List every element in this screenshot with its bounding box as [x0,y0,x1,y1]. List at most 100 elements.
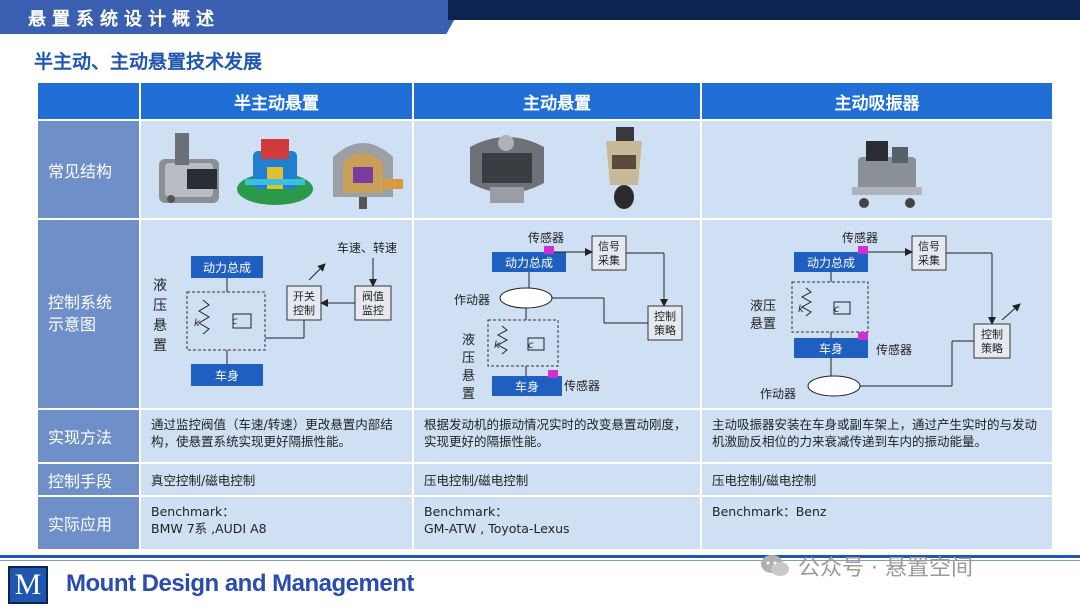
signal-label: 信号 [598,240,620,253]
watermark-text: 公众号 · 悬置空间 [798,556,973,581]
sensor-bottom-marker [548,370,558,378]
body-label: 车身 [515,379,539,394]
column-header-semi-active: 半主动悬置 [141,83,412,119]
row-label-application: 实际应用 [38,497,139,549]
mount-photo-5 [606,127,642,209]
method-absorber: 主动吸振器安装在车身或副车架上，通过产生实时的与发动机激励反相位的力来衰减传递到… [702,410,1052,462]
application-semi-line-1: Benchmark： [151,504,235,519]
diagram-active-svg: 传感器 动力总成 信号 采集 控制 策略 作动器 液 压 悬 置 [454,230,683,402]
signal-label-2: 采集 [918,253,940,267]
body-box [492,376,562,396]
mount-photo-3 [333,143,403,209]
footer-line [0,555,1080,558]
column-header-active: 主动悬置 [414,83,700,119]
arrow-switch-out [308,263,326,281]
body-box [191,364,263,386]
body-label: 车身 [215,368,239,383]
mount-photo-2 [237,139,313,205]
actuator-label: 作动器 [760,387,796,401]
header-corner [38,83,139,119]
structure-active [414,121,700,218]
powertrain-box [794,252,868,272]
strategy-box [647,305,683,341]
mount-dashed-box [487,319,559,367]
brand-logo: M [8,566,48,604]
actuator-label: 作动器 [454,293,490,307]
application-active-line-2: GM-ATW , Toyota-Lexus [424,521,570,536]
powertrain-label: 动力总成 [203,261,251,275]
diagram-semi-svg: 液 压 悬 置 动力总成 k c 车身 开关 控制 阀值 监控 [153,240,397,386]
row-label-control-diagram: 控制系统示意图 [38,220,139,408]
sensor-top-marker [544,246,554,254]
mount-photo-4 [470,135,544,203]
threshold-box [354,285,392,321]
absorber-photo [852,141,922,208]
side-label-line-2: 悬置 [750,317,776,332]
side-label-char-1: 液 [462,333,475,348]
spring-icon [496,325,509,355]
switch-label: 开关 [293,289,315,303]
watermark: 公众号 · 悬置空间 [760,550,973,582]
diagram-absorber: 传感器 动力总成 信号 采集 控制 策略 液压 悬置 k c 车身 [702,220,1052,408]
row-label-structure: 常见结构 [38,121,139,218]
side-label-semi: 液 压 悬 置 [153,278,167,354]
k-label: k [798,304,805,315]
sensor-bottom-label: 传感器 [564,378,600,393]
signal-label: 信号 [918,240,940,253]
top-banner: 悬置系统设计概述 [0,0,1080,34]
c-label: c [834,304,840,315]
means-active: 压电控制/磁电控制 [414,464,700,495]
application-semi-line-2: BMW 7系 ,AUDI A8 [151,521,267,536]
means-semi-active: 真空控制/磁电控制 [141,464,412,495]
structure-semi-active [141,121,412,218]
strategy-label-2: 策略 [981,341,1003,355]
arrow-strategy-out [1001,303,1021,321]
footer-line-thin [0,560,1080,561]
spring-icon [198,299,210,335]
sensor-mid-label: 传感器 [876,342,912,357]
means-absorber: 压电控制/磁电控制 [702,464,1052,495]
signal-label: 车速、转速 [337,240,397,255]
side-label-char-1: 液 [153,278,167,294]
row-label-means: 控制手段 [38,464,139,495]
mount-dashed-box [791,281,869,333]
diagram-active: 传感器 动力总成 信号 采集 控制 策略 作动器 液 压 悬 置 [414,220,700,408]
sensor-top-label: 传感器 [528,230,564,245]
diagram-absorber-svg: 传感器 动力总成 信号 采集 控制 策略 液压 悬置 k c 车身 [750,230,1021,401]
k-label: k [194,318,201,329]
switch-label-2: 控制 [293,303,315,317]
damper-icon [833,301,851,315]
c-label: c [528,340,534,351]
body-box [794,338,868,358]
k-label: k [494,340,501,351]
mount-dashed-box [186,291,266,351]
side-label-char-2: 压 [462,351,475,366]
powertrain-label: 动力总成 [505,256,553,270]
side-label-char-4: 置 [462,387,475,402]
banner-light [0,0,465,34]
wechat-icon [761,555,789,576]
threshold-label: 阀值 [362,289,384,303]
application-absorber: Benchmark：Benz [702,497,1052,549]
damper-icon [232,313,252,329]
side-label-char-2: 压 [153,298,167,314]
sensor-top-label: 传感器 [842,230,878,245]
signal-box [591,235,627,271]
actuator-ellipse [499,287,553,309]
diagram-semi-active: 液 压 悬 置 动力总成 k c 车身 开关 控制 阀值 监控 [141,220,412,408]
application-semi-active: Benchmark： BMW 7系 ,AUDI A8 [141,497,412,549]
row-label-method: 实现方法 [38,410,139,462]
strategy-box [973,323,1011,359]
mount-photo-1 [159,133,219,203]
strategy-label: 控制 [654,309,676,323]
banner-dark [448,0,1080,20]
powertrain-box [191,256,263,278]
sensor-top-marker [858,246,868,254]
side-label-char-4: 置 [153,338,167,354]
application-active-line-1: Benchmark： [424,504,508,519]
powertrain-label: 动力总成 [807,256,855,270]
body-label: 车身 [819,341,843,356]
actuator-ellipse [807,375,861,397]
application-active: Benchmark： GM-ATW , Toyota-Lexus [414,497,700,549]
structure-absorber [702,121,1052,218]
